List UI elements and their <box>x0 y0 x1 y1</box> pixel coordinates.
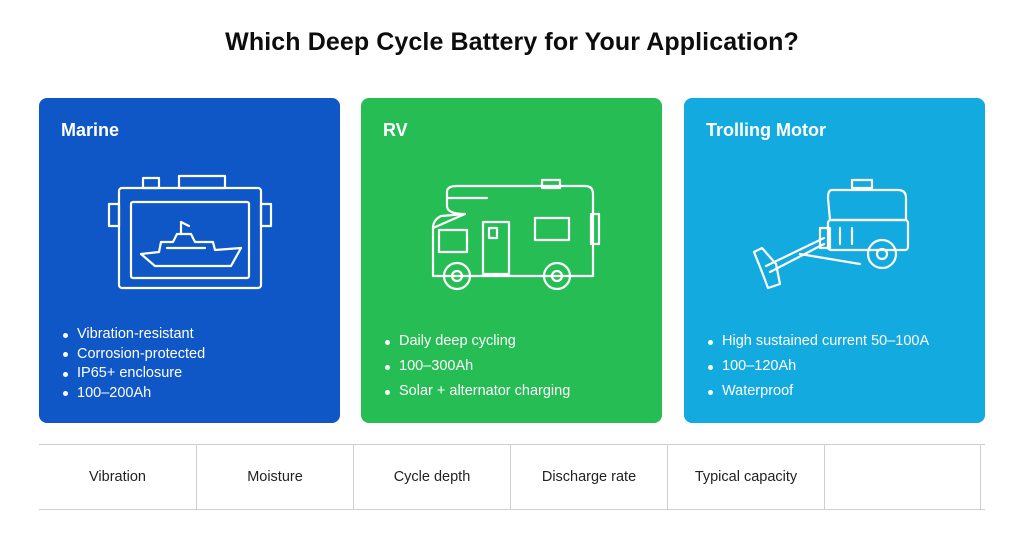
feature-list: Vibration-resistant Corrosion-protected … <box>61 325 205 403</box>
card-marine: Marine Vibration-resistant Corrosion-pro… <box>39 98 340 423</box>
table-header-cycle-depth: Cycle depth <box>353 445 510 509</box>
battery-boat-icon <box>39 168 340 308</box>
feature-item: Corrosion-protected <box>61 345 205 365</box>
feature-item: 100–120Ah <box>706 354 929 379</box>
feature-item: IP65+ enclosure <box>61 364 205 384</box>
table-header-moisture: Moisture <box>196 445 353 509</box>
table-header-typical-capacity: Typical capacity <box>667 445 824 509</box>
feature-item: Vibration-resistant <box>61 325 205 345</box>
feature-item: 100–200Ah <box>61 384 205 404</box>
card-trolling-motor: Trolling Motor High sustained current 50… <box>684 98 985 423</box>
rv-camper-icon <box>361 168 662 308</box>
card-rv: RV Daily deep cycling 100–300Ah Solar + … <box>361 98 662 423</box>
feature-item: High sustained current 50–100A <box>706 329 929 354</box>
page-title: Which Deep Cycle Battery for Your Applic… <box>225 28 799 56</box>
table-header-discharge-rate: Discharge rate <box>510 445 667 509</box>
card-title: Trolling Motor <box>706 120 826 140</box>
feature-list: High sustained current 50–100A 100–120Ah… <box>706 329 929 404</box>
feature-item: Daily deep cycling <box>383 329 570 354</box>
table-header-vibration: Vibration <box>89 469 146 485</box>
feature-list: Daily deep cycling 100–300Ah Solar + alt… <box>383 329 570 404</box>
table-header-empty <box>824 445 981 509</box>
card-title: RV <box>383 120 408 140</box>
attribute-table: Vibration Moisture Cycle depth Discharge… <box>39 444 985 510</box>
trolling-motor-icon <box>684 168 985 308</box>
feature-item: Solar + alternator charging <box>383 379 570 404</box>
feature-item: Waterproof <box>706 379 929 404</box>
feature-item: 100–300Ah <box>383 354 570 379</box>
card-title: Marine <box>61 120 120 140</box>
